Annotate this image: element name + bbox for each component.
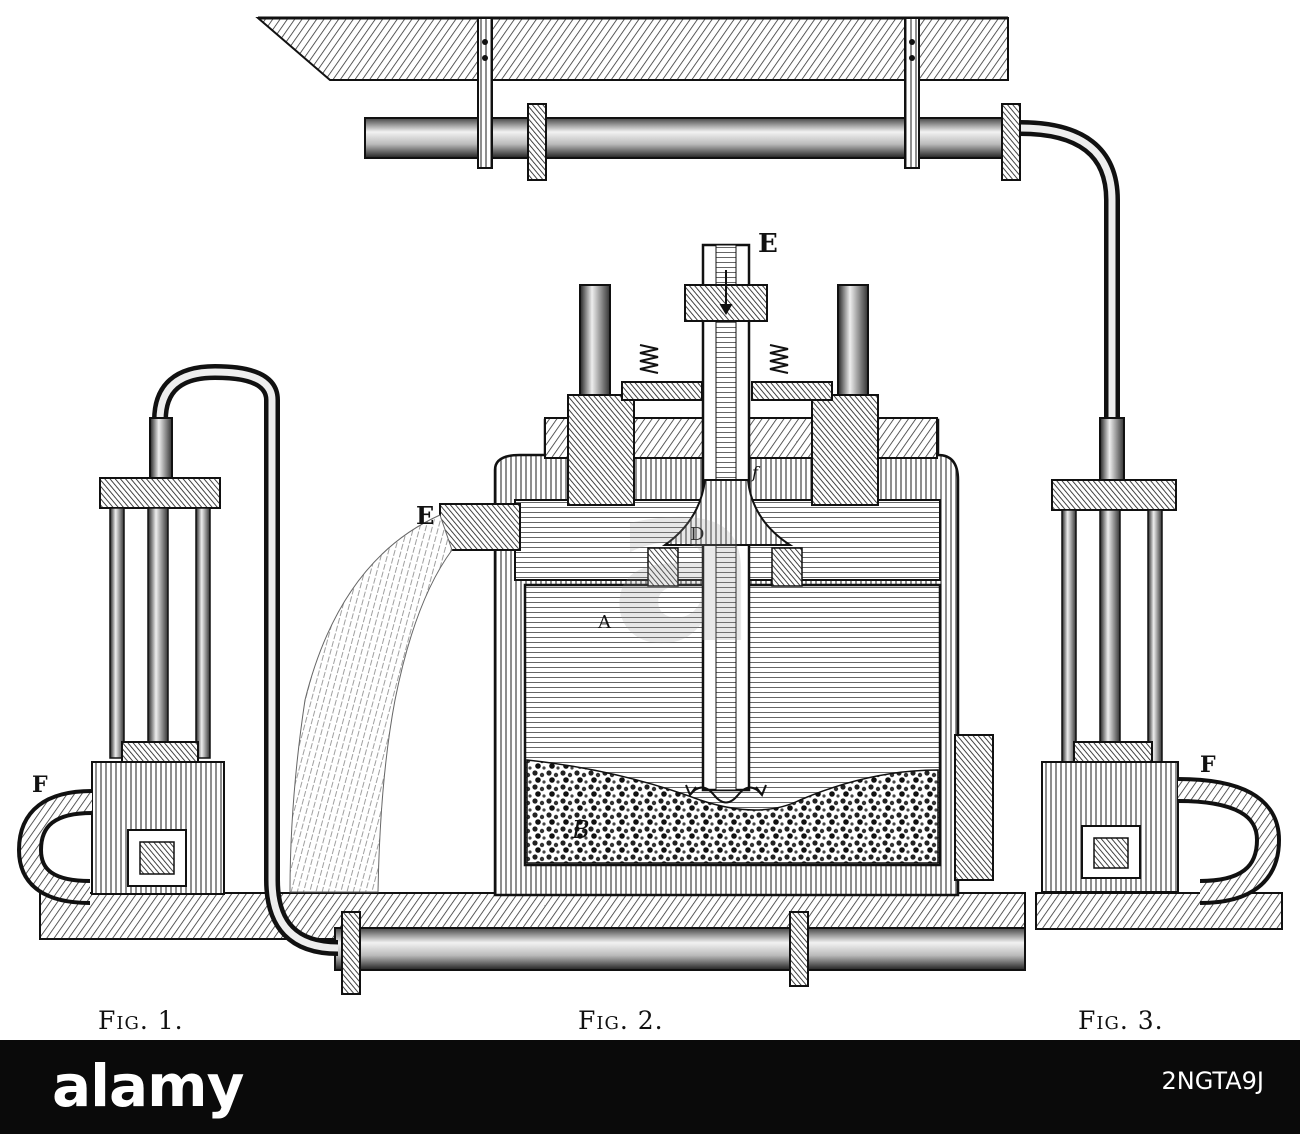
upper-pipe-flanges — [527, 103, 1021, 181]
label-f-lower: f — [751, 463, 761, 482]
ceiling-beam — [255, 16, 1009, 81]
fig2-tank — [439, 243, 994, 897]
watermark-overlay: a — [610, 436, 758, 692]
alamy-logo[interactable]: alamy — [52, 1052, 244, 1120]
lower-main-pipe — [152, 363, 1026, 995]
label-e-side: E — [416, 501, 434, 530]
fig3-pump — [1041, 417, 1282, 905]
label-f-left: F — [32, 772, 48, 798]
outflow-stream — [289, 514, 453, 893]
label-a: A — [597, 612, 612, 633]
image-code: 2NGTA9J — [1161, 1067, 1264, 1095]
fig2-caption: Fig. 2. — [578, 1006, 664, 1035]
label-b: B — [571, 816, 590, 844]
fig1-caption: Fig. 1. — [98, 1006, 184, 1035]
watermark-bar: alamy 2NGTA9J — [0, 1040, 1300, 1134]
label-e-top: E — [758, 229, 778, 259]
label-d: D — [690, 524, 704, 545]
fig3-caption: Fig. 3. — [1078, 1006, 1164, 1035]
pump-engraving-illustration: E E F F A B D f a — [16, 16, 1283, 995]
fig1-pump — [16, 417, 225, 905]
watermark-center-mark: a — [610, 436, 758, 692]
pipe-hangers — [477, 17, 920, 169]
diagram-labels: E E F F A B D f — [32, 229, 1216, 844]
label-f-right: F — [1200, 752, 1216, 778]
